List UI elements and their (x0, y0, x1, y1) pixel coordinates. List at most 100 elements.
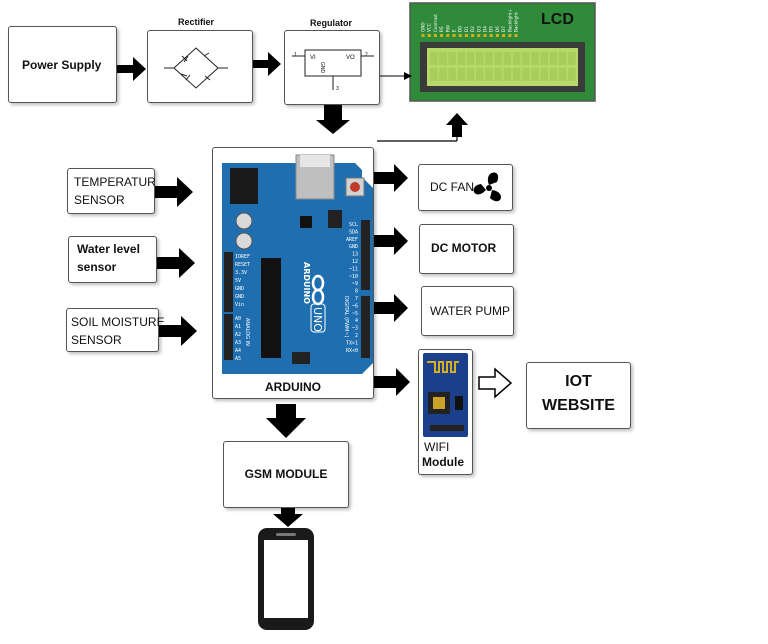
regulator-symbol (292, 49, 374, 90)
analog-header-label: ANALOG IN (244, 318, 250, 346)
lcd-pin (502, 34, 506, 37)
digital-header-bottom (361, 296, 370, 358)
uno-logo (310, 303, 326, 333)
lcd-cell (457, 68, 466, 81)
thick-arrows (117, 52, 468, 527)
lcd-pin-label: D5 (489, 26, 494, 32)
lcd-pin-label: E (452, 29, 457, 32)
lcd-pin (427, 34, 431, 37)
lcd-cell (494, 68, 502, 81)
digital-pin-label: RX<0 (346, 348, 358, 354)
regulator-vo-label: VO (346, 55, 355, 61)
lcd-pin-label: D6 (495, 26, 500, 32)
power-header (224, 252, 233, 312)
water-pump-label: WATER PUMP (430, 304, 510, 318)
soil-moisture-sensor-label-1: SOIL MOISTURE (71, 315, 165, 329)
lcd-cell (494, 52, 502, 65)
digital-pin-label: ~10 (349, 274, 358, 280)
power-pin-label: RESET (235, 262, 250, 268)
lcd-cell (549, 52, 558, 65)
lcd-pin (452, 34, 456, 37)
digital-pin-label: 12 (352, 259, 358, 265)
digital-pin-label: GND (349, 244, 358, 250)
digital-pin-label: 4 (355, 318, 358, 324)
arduino-box (212, 147, 374, 399)
lcd-label: LCD (541, 11, 574, 28)
regulator-label: Regulator (310, 18, 353, 28)
temperature-sensor-box (67, 168, 155, 214)
atmega-chip (261, 258, 281, 358)
power-supply-label: Power Supply (22, 58, 102, 72)
lcd-pin (489, 34, 493, 37)
rectifier-box (147, 30, 253, 103)
lcd-pin (514, 34, 518, 37)
digital-pin-label: ~3 (352, 326, 358, 332)
analog-pin-label: A3 (235, 340, 241, 346)
arduino-label: ARDUINO (265, 380, 321, 394)
lcd-pin (483, 34, 487, 37)
digital-pin-label: SDA (349, 229, 358, 235)
lcd-pin-label: Contrast (433, 14, 438, 32)
digital-pin-label: 2 (355, 333, 358, 339)
regulator-pin3-label: 3 (336, 86, 339, 92)
digital-pin-label: 8 (355, 289, 358, 295)
water-pump-box (421, 286, 514, 336)
analog-pin-label: A1 (235, 324, 241, 330)
dc-jack (230, 168, 258, 204)
lcd-pin-label: Backlight- (514, 11, 519, 32)
power-pin-label: GND (235, 286, 244, 292)
lcd-pin-label: Backlight+ (507, 9, 512, 32)
lcd-pin-label: RS (439, 26, 444, 32)
lcd-cell (522, 52, 530, 65)
lcd-pin-label: VCC (427, 23, 432, 32)
lcd-cell (457, 52, 466, 65)
digital-pin-label: 7 (355, 296, 358, 302)
power-pin-label: 5V (235, 278, 241, 284)
analog-pin-label: A0 (235, 316, 241, 322)
lcd-pin-label: D2 (470, 26, 475, 32)
regulator-gnd-label: GND (319, 62, 325, 74)
regulator-pin1-label: 1 (294, 52, 297, 58)
lcd-cell (485, 52, 493, 65)
lcd-pin (446, 34, 450, 37)
lcd-pin-label: GND (421, 22, 426, 32)
lcd-cell (430, 52, 438, 65)
lcd-cell (512, 68, 521, 81)
dc-motor-box (419, 224, 514, 274)
lcd-cell (540, 52, 548, 65)
lcd-pin (458, 34, 462, 37)
gsm-module-box (223, 441, 349, 508)
digital-pin-label: ~11 (349, 266, 358, 272)
lcd-cell (568, 52, 576, 65)
temperature-sensor-label-2: SENSOR (74, 193, 125, 207)
digital-pin-label: SCL (349, 222, 358, 228)
regulator-pin2-label: 2 (365, 52, 368, 58)
lcd-cell (466, 52, 475, 65)
website-label: WEBSITE (542, 397, 615, 414)
lcd-cell (476, 68, 484, 81)
soil-moisture-sensor-label-2: SENSOR (71, 333, 122, 347)
water-level-sensor-label-2: sensor (77, 260, 117, 274)
iot-website-box (526, 362, 631, 429)
lcd-cell (448, 68, 456, 81)
lcd-pin (477, 34, 481, 37)
digital-pin-label: AREF (346, 237, 358, 243)
arduino-board: IOREFRESET3.3V5VGNDGNDVinA0A1A2A3A4A5SCL… (222, 154, 374, 374)
digital-pin-label: 13 (352, 252, 358, 258)
digital-header-label: DIGITAL (PWM~) (343, 296, 349, 338)
fan-icon (473, 172, 501, 202)
wifi-label: WIFI (424, 440, 450, 454)
lcd-cell (476, 52, 484, 65)
lcd-pin-label: RW (445, 25, 450, 32)
wifi-module-box (418, 349, 473, 475)
digital-pin-label: ~6 (352, 303, 358, 309)
lcd-pin (508, 34, 512, 37)
digital-pin-label: ~5 (352, 311, 358, 317)
water-level-sensor-box (68, 236, 157, 283)
gsm-module-label: GSM MODULE (244, 467, 328, 481)
esp8266-module (423, 353, 468, 437)
water-level-sensor-label-1: Water level (77, 242, 140, 256)
lcd-pin-label: D7 (501, 26, 506, 32)
